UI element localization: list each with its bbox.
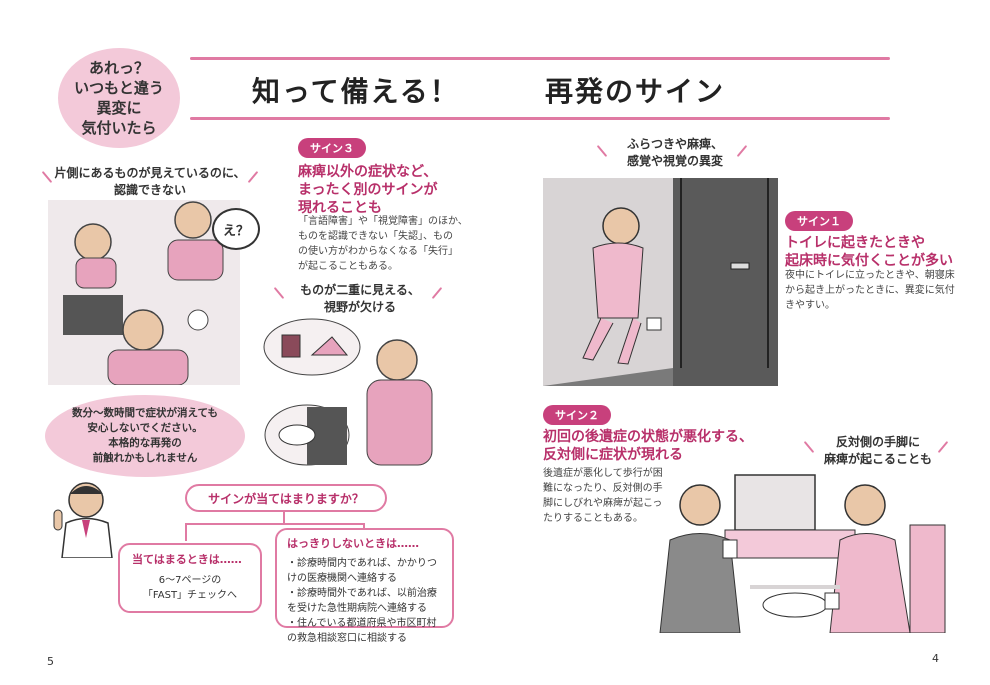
unsure-item: ・診療時間外であれば、以前治療を受けた急性期病院へ連絡する (287, 588, 437, 614)
unsure-item: ・診療時間内であれば、かかりつけの医療機関へ連絡する (287, 558, 437, 584)
page-number-right: 4 (932, 652, 939, 665)
page-title-left: 知って備える！ (252, 75, 460, 108)
page-title-right: 再発のサイン (545, 75, 726, 108)
illustration-opposite (655, 465, 950, 634)
yes-box: 当てはまるときは…… 6～7ページの 「FAST」チェックへ (118, 543, 262, 613)
top-rule (190, 57, 890, 60)
bottom-rule (190, 117, 890, 120)
sign1-heading: トイレに起きたときや 起床時に気付くことが多い (785, 235, 953, 269)
illustration-dizzy (543, 178, 778, 386)
bubble-tail (160, 118, 174, 132)
sign2-tag: サイン２ (543, 404, 611, 425)
unsure-box: はっきりしないときは…… ・診療時間内であれば、かかりつけの医療機関へ連絡する … (275, 528, 454, 644)
sign2-body: 後遺症が悪化して歩行が困 難になったり、反対側の手 脚にしびれや麻痺が起こっ た… (543, 468, 663, 524)
header-bubble: あれっ？ いつもと違う 異変に 気付いたら (58, 48, 180, 148)
connector-h (185, 523, 365, 525)
sign3-body: 「言語障害」や「視覚障害」のほか、 ものを認識できない「失認」、もの の使い方が… (298, 216, 468, 272)
sign2-heading: 初回の後遺症の状態が悪化する、 反対側に症状が現れる (543, 429, 753, 463)
doctor-illustration (48, 478, 118, 559)
sign1-tag: サイン１ (785, 210, 853, 231)
illustration-unrecognized (48, 200, 240, 386)
caption-opposite: 反対側の手脚に 麻痺が起こることも (823, 435, 932, 466)
sign3-heading: 麻痺以外の症状など、 まったく別のサインが 現れることも (298, 164, 438, 216)
caption-dizzy: ふらつきや麻痺、 感覚や視覚の異変 (626, 137, 723, 168)
page-number-left: 5 (47, 655, 54, 668)
caption-unrecognized: 片側にあるものが見えているのに、 認識できない (54, 166, 246, 197)
unsure-item: ・住んでいる都道府県や市区町村の救急相談窓口に相談する (287, 618, 437, 644)
doctor-bubble: 数分～数時間で症状が消えても 安心しないでください。 本格的な再発の 前触れかも… (45, 395, 245, 477)
illustration-vision (262, 315, 440, 470)
sign1-body: 夜中にトイレに立ったときや、朝寝床 から起き上がったときに、異変に気付 きやすい… (785, 270, 955, 311)
speech-e-bubble: え？ (212, 208, 260, 250)
sign3-tag: サイン３ (298, 137, 366, 158)
question-pill: サインが当てはまりますか？ (185, 484, 387, 512)
caption-vision: ものが二重に見える、 視野が欠ける (300, 283, 420, 314)
connector (283, 510, 285, 524)
